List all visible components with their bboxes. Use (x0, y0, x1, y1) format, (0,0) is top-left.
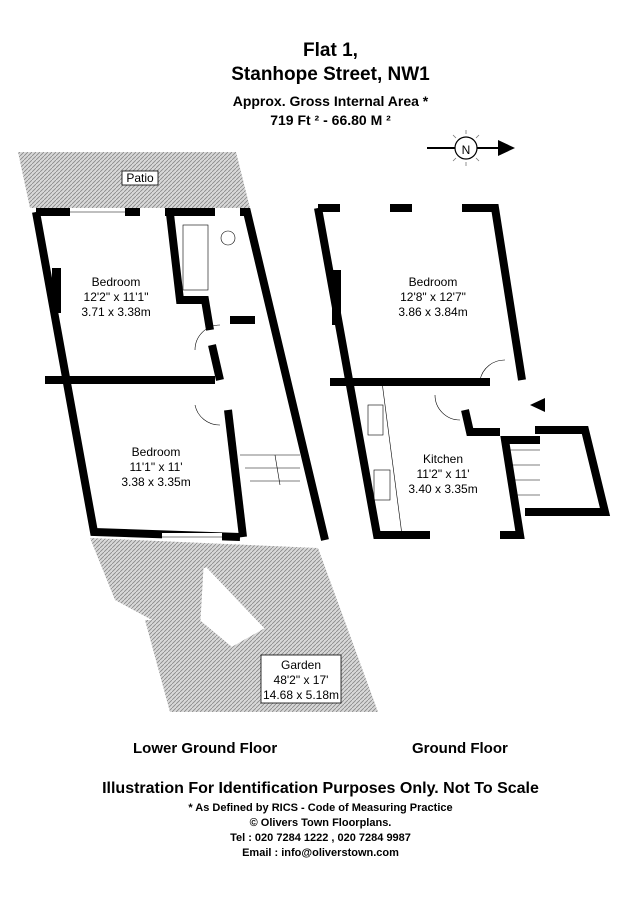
ground-bedroom-metric: 3.86 x 3.84m (398, 305, 467, 319)
footer: Illustration For Identification Purposes… (0, 780, 641, 861)
compass-letter: N (462, 143, 471, 157)
title-line-2: Stanhope Street, NW1 (231, 64, 430, 85)
bedroom1-imperial: 12'2" x 11'1" (84, 290, 149, 304)
ground-bedroom-imperial: 12'8" x 12'7" (400, 290, 466, 304)
garden-name: Garden (281, 658, 321, 672)
garden-imperial: 48'2" x 17' (274, 673, 329, 687)
email: Email : info@oliverstown.com (242, 847, 399, 859)
rics-note: * As Defined by RICS - Code of Measuring… (188, 802, 453, 814)
kitchen-name: Kitchen (423, 452, 463, 466)
patio-label: Patio (126, 171, 154, 185)
telephone: Tel : 020 7284 1222 , 020 7284 9987 (230, 832, 411, 844)
bedroom1-name: Bedroom (92, 275, 141, 289)
kitchen-imperial: 11'2" x 11' (416, 467, 469, 481)
area-label: Approx. Gross Internal Area * (232, 93, 429, 109)
copyright: © Olivers Town Floorplans. (249, 817, 392, 829)
north-arrow-icon: N (427, 130, 515, 166)
title-line-1: Flat 1, (303, 40, 358, 61)
bedroom2-imperial: 11'1" x 11' (129, 460, 182, 474)
lower-ground-floor-label: Lower Ground Floor (133, 740, 278, 757)
area-value: 719 Ft ² - 66.80 M ² (270, 112, 391, 128)
ground-bedroom-name: Bedroom (409, 275, 458, 289)
disclaimer: Illustration For Identification Purposes… (102, 780, 539, 797)
bedroom2-name: Bedroom (132, 445, 181, 459)
kitchen-metric: 3.40 x 3.35m (408, 482, 477, 496)
bedroom2-metric: 3.38 x 3.35m (121, 475, 190, 489)
garden-metric: 14.68 x 5.18m (263, 688, 339, 702)
lower-ground-walls (32, 208, 329, 541)
ground-floor-label: Ground Floor (412, 740, 508, 757)
bedroom1-metric: 3.71 x 3.38m (81, 305, 150, 319)
